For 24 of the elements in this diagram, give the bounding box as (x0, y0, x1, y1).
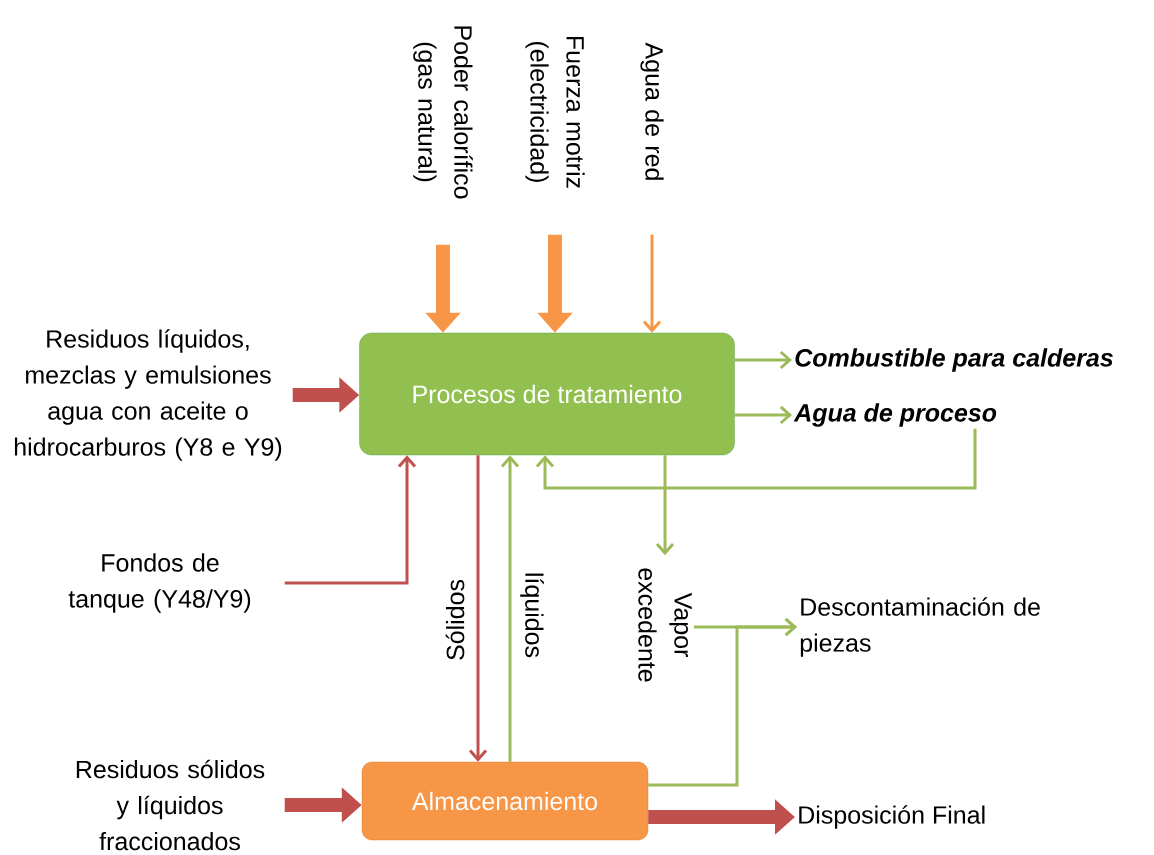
process-box: Almacenamiento (361, 761, 649, 841)
arrow (642, 234, 662, 333)
output-label: Vapor excedente (638, 568, 692, 682)
arrow (648, 617, 797, 787)
arrow (535, 428, 977, 490)
input-label: Residuos sólidos y líquidos fraccionados (76, 759, 265, 851)
arrow (500, 455, 520, 762)
input-label: Fondos de tanque (Y48/Y9) (68, 553, 251, 613)
output-label: Combustible para calderas (795, 348, 1113, 372)
input-label: Residuos líquidos, mezclas y emulsiones agua con aceite o hidrocarburos (Y8 e Y9) (14, 329, 282, 461)
output-label: Disposición Final (799, 805, 985, 829)
arrow (468, 455, 488, 762)
arrow (655, 455, 675, 556)
process-box: Procesos de tratamiento (359, 332, 735, 456)
output-label: Agua de proceso (793, 403, 997, 427)
edge-label: líquidos (519, 570, 545, 660)
output-label: Descontaminación de piezas (800, 597, 1040, 657)
arrow (734, 350, 792, 370)
arrow (734, 405, 792, 425)
input-label: Fuerza motriz (electricidad) (525, 36, 585, 188)
edge-label: Sólidos (444, 578, 466, 662)
arrow (284, 455, 417, 585)
input-label: Poder calorífico (gas natural) (413, 26, 473, 199)
input-label: Agua de red (640, 42, 664, 180)
